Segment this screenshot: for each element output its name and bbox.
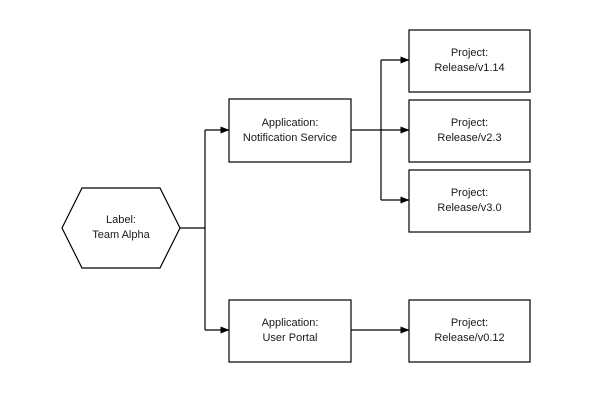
node-shape-team-alpha[interactable]: [61, 187, 181, 269]
node-shape-app-user-portal[interactable]: [228, 299, 352, 363]
node-shape-app-notification-service[interactable]: [228, 98, 352, 163]
node-shape-project-release-v3-0[interactable]: [408, 169, 531, 233]
node-shape-project-release-v2-3[interactable]: [408, 99, 531, 163]
node-shape-project-release-v0-12[interactable]: [408, 299, 531, 363]
node-shape-project-release-v1-14[interactable]: [408, 29, 531, 93]
